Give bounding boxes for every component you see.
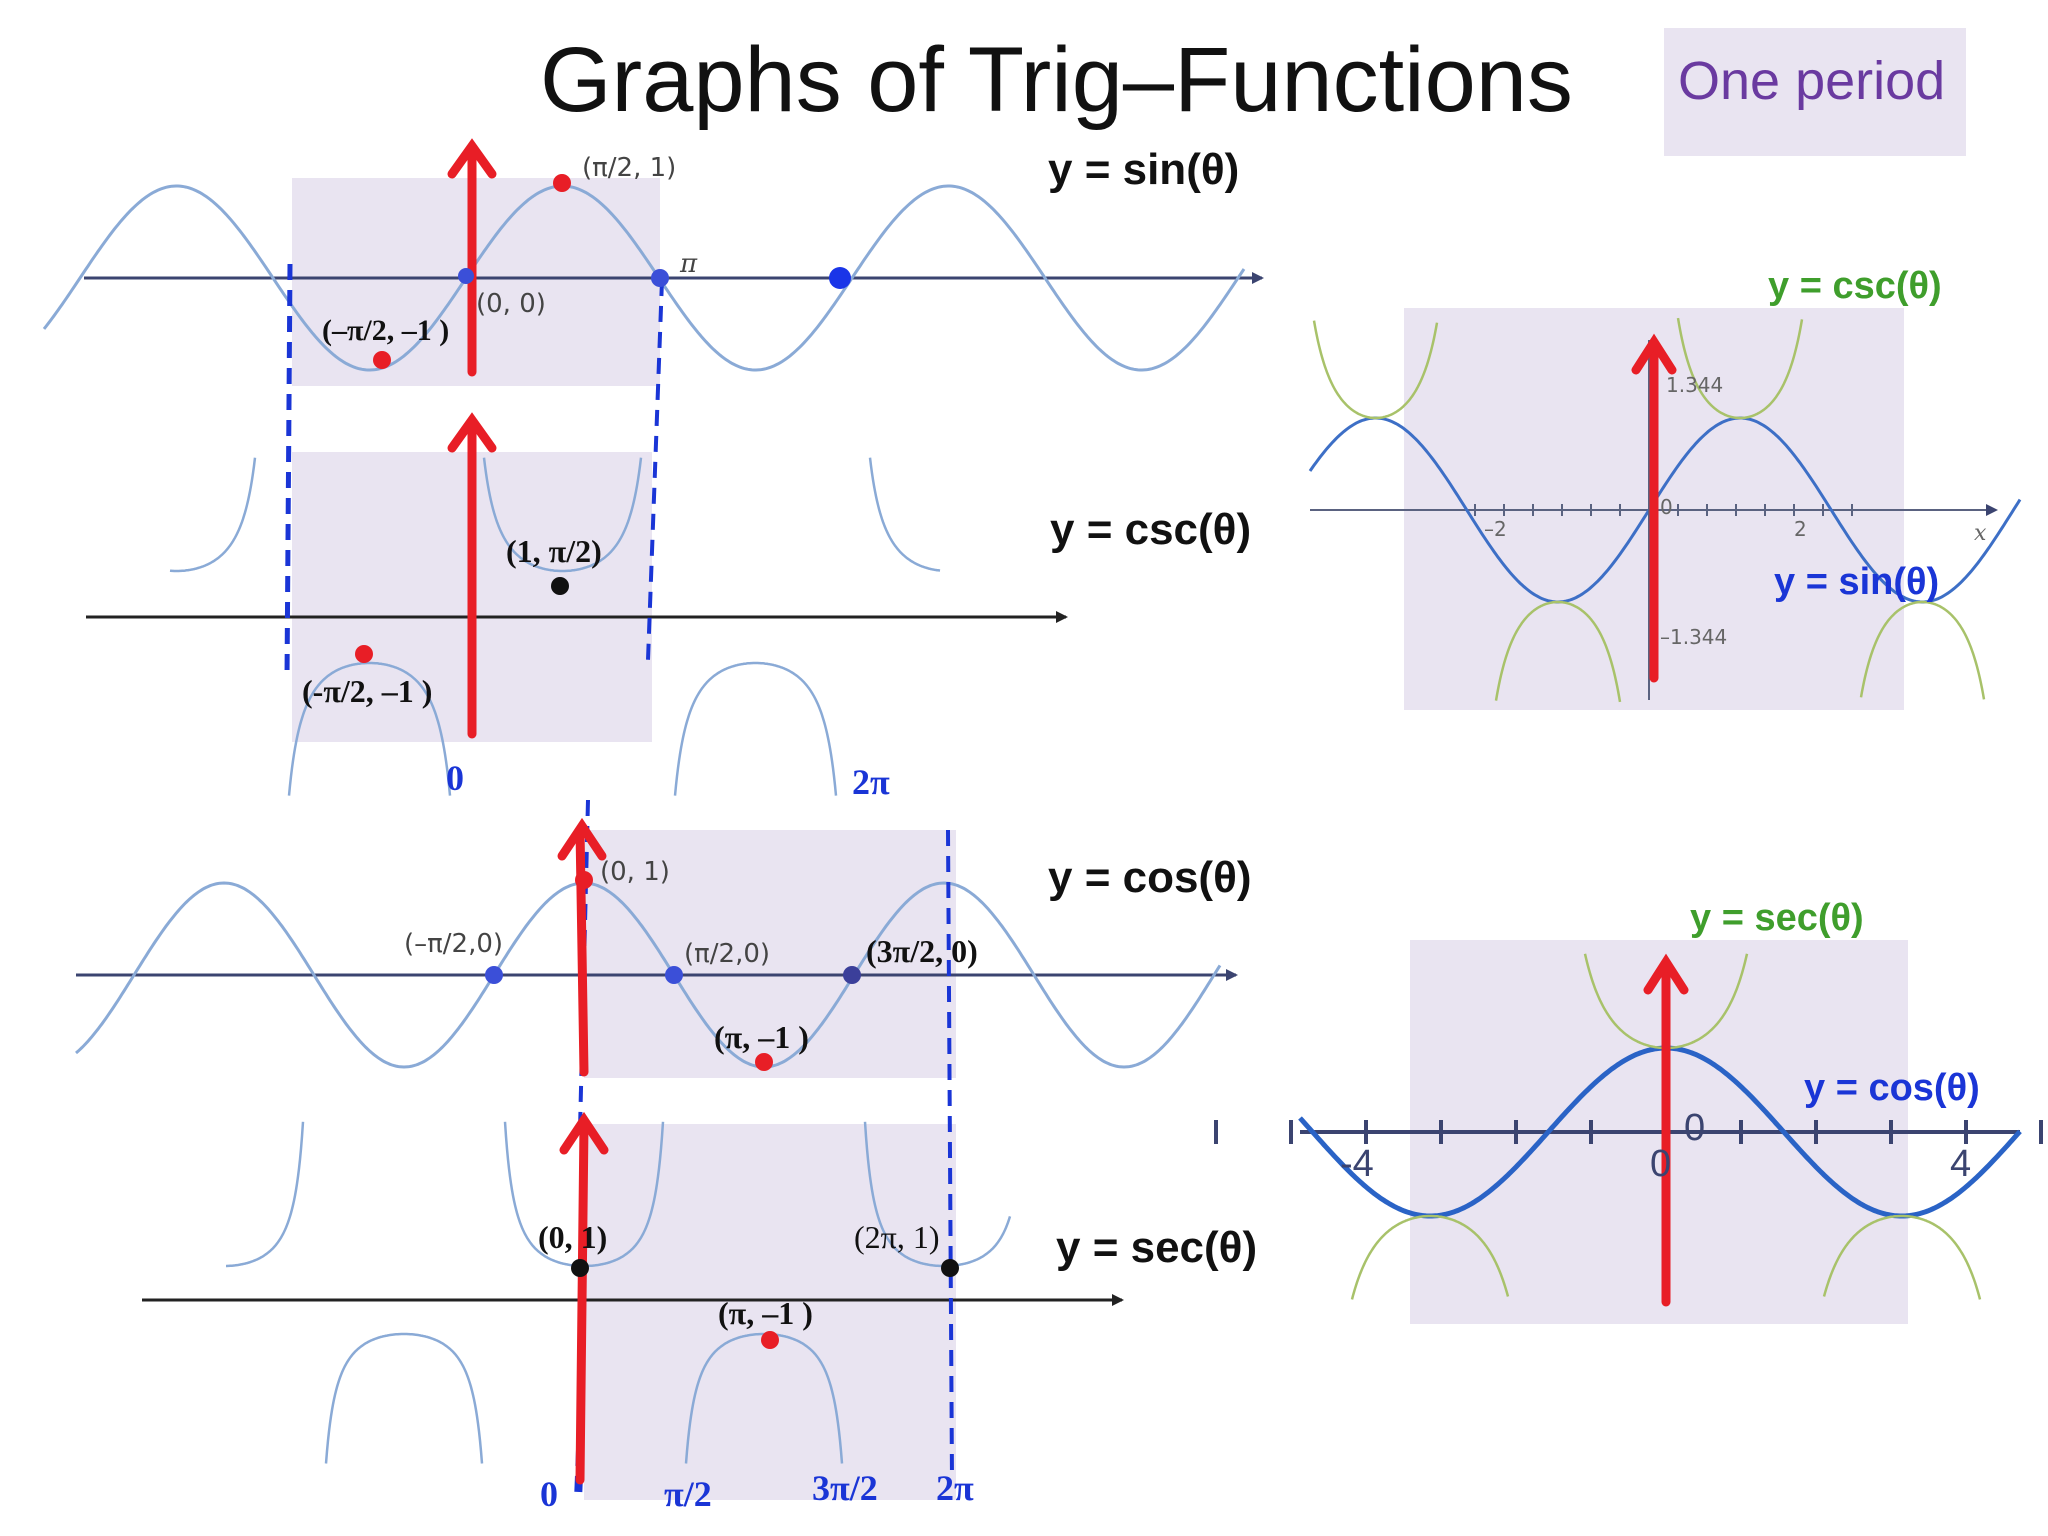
right-bottom-x-pos-tick: 4 bbox=[1950, 1143, 1971, 1185]
y-axis-arrows bbox=[447, 138, 1689, 1485]
sec-label: y = sec(θ) bbox=[1056, 1223, 1257, 1272]
sin-max-point bbox=[553, 174, 571, 192]
sin-red-arrow bbox=[447, 138, 497, 377]
sec-branch-1 bbox=[324, 1332, 484, 1464]
page-title: Graphs of Trig–Functions bbox=[540, 29, 1573, 131]
csc-down-point bbox=[355, 645, 373, 663]
sin-min-point bbox=[373, 351, 391, 369]
right-top-y-top-tick: 1.344 bbox=[1666, 373, 1723, 397]
right-bottom-sec-branch-2 bbox=[1822, 1214, 1982, 1300]
key-points bbox=[355, 174, 959, 1349]
cos-curve bbox=[75, 881, 1222, 1069]
csc-branch-0 bbox=[169, 457, 257, 573]
tick-marks bbox=[1214, 504, 2043, 1144]
cos-three-half-pi-label: (3π/2, 0) bbox=[866, 933, 978, 969]
right-top-origin-tick: 0 bbox=[1660, 495, 1673, 519]
cos-period-box bbox=[584, 830, 956, 1078]
axes bbox=[76, 272, 2020, 1306]
cos-neg-half-pi-point bbox=[485, 966, 503, 984]
right-top-sin-label: y = sin(θ) bbox=[1774, 561, 1939, 603]
sin-left-dash bbox=[284, 263, 293, 679]
sin-label: y = sin(θ) bbox=[1048, 145, 1239, 194]
sec-three-half-pi-tick: 3π/2 bbox=[812, 1468, 878, 1508]
sin-right-dash bbox=[646, 279, 664, 661]
right-bottom-x-neg-tick: -4 bbox=[1340, 1143, 1374, 1185]
sin-two-pi-point bbox=[829, 267, 851, 289]
sin-min-label: (–π/2, –1 ) bbox=[322, 314, 449, 347]
sec-right-point bbox=[941, 1259, 959, 1277]
csc-branch-2 bbox=[482, 457, 643, 573]
cos-min-point bbox=[755, 1053, 773, 1071]
sec-branch-0 bbox=[226, 1121, 305, 1268]
curves bbox=[42, 184, 2022, 1464]
right-top-red-arrow bbox=[1631, 333, 1677, 683]
csc-branch-1 bbox=[287, 661, 452, 796]
right-top-y-bottom-tick: –1.344 bbox=[1660, 625, 1727, 649]
csc-up-label: (1, π/2) bbox=[506, 533, 602, 569]
csc-label: y = csc(θ) bbox=[1050, 505, 1251, 554]
csc-down-label: (-π/2, –1 ) bbox=[302, 673, 432, 709]
cos-right-dash bbox=[946, 829, 954, 1481]
cos-max-point bbox=[575, 871, 593, 889]
sin-pi-label: π bbox=[679, 249, 698, 279]
right-bottom-cos-label: y = cos(θ) bbox=[1804, 1067, 1980, 1109]
sec-branch-4 bbox=[863, 1121, 1012, 1268]
cos-label: y = cos(θ) bbox=[1048, 853, 1252, 902]
sec-period-box bbox=[584, 1124, 956, 1500]
sin-pi-point bbox=[651, 269, 669, 287]
sec-left-label: (0, 1) bbox=[538, 1219, 607, 1255]
right-top-x-axis-label: x bbox=[1974, 521, 1987, 546]
sin-max-label: (π/2, 1) bbox=[582, 153, 676, 183]
sec-half-pi-tick: π/2 bbox=[664, 1474, 712, 1514]
csc-zero-tick: 0 bbox=[446, 758, 464, 798]
right-top-csc-branch-2 bbox=[1676, 317, 1804, 420]
sec-right-label: (2π, 1) bbox=[854, 1219, 939, 1255]
csc-two-pi-tick: 2π bbox=[852, 762, 890, 802]
cos-red-arrow bbox=[557, 817, 607, 1077]
right-bottom-sec-label: y = sec(θ) bbox=[1690, 897, 1864, 939]
sin-origin-label: (0, 0) bbox=[476, 289, 546, 319]
right-bottom-origin-tick: 0 bbox=[1650, 1143, 1671, 1185]
right-top-sin-curve bbox=[1308, 416, 2022, 604]
csc-branch-4 bbox=[868, 457, 941, 572]
cos-neg-half-pi-label: (–π/2,0) bbox=[404, 929, 503, 959]
cos-min-label: (π, –1 ) bbox=[714, 1019, 809, 1055]
right-top-x-pos-tick: 2 bbox=[1794, 517, 1807, 541]
csc-branch-3 bbox=[673, 661, 838, 796]
sin-curve bbox=[42, 184, 1246, 372]
cos-three-half-pi-point bbox=[843, 966, 861, 984]
right-top-x-neg-tick: –2 bbox=[1484, 517, 1507, 541]
sec-two-pi-tick: 2π bbox=[936, 1468, 974, 1508]
csc-red-arrow bbox=[447, 412, 497, 739]
sec-red-arrow bbox=[559, 1111, 609, 1485]
sin-origin-point bbox=[458, 268, 474, 284]
right-top-csc-branch-1 bbox=[1494, 600, 1622, 703]
right-top-csc-branch-0 bbox=[1312, 320, 1439, 420]
cos-max-label: (0, 1) bbox=[600, 857, 670, 887]
right-bottom-sec-branch-0 bbox=[1350, 1214, 1510, 1300]
sec-min-point bbox=[761, 1331, 779, 1349]
right-top-csc-branch-3 bbox=[1859, 600, 1986, 700]
right-bottom-red-arrow bbox=[1643, 953, 1689, 1307]
sec-left-point bbox=[571, 1259, 589, 1277]
right-bottom-zero-label: 0 bbox=[1684, 1107, 1705, 1149]
right-top-csc-label: y = csc(θ) bbox=[1768, 265, 1942, 307]
cos-half-pi-point bbox=[665, 966, 683, 984]
csc-up-point bbox=[551, 577, 569, 595]
legend-label: One period bbox=[1678, 51, 1946, 111]
sec-min-label: (π, –1 ) bbox=[718, 1295, 813, 1331]
sec-zero-tick: 0 bbox=[540, 1474, 558, 1514]
cos-half-pi-label: (π/2,0) bbox=[684, 939, 770, 969]
legend-one-period: One period bbox=[1664, 28, 1966, 156]
